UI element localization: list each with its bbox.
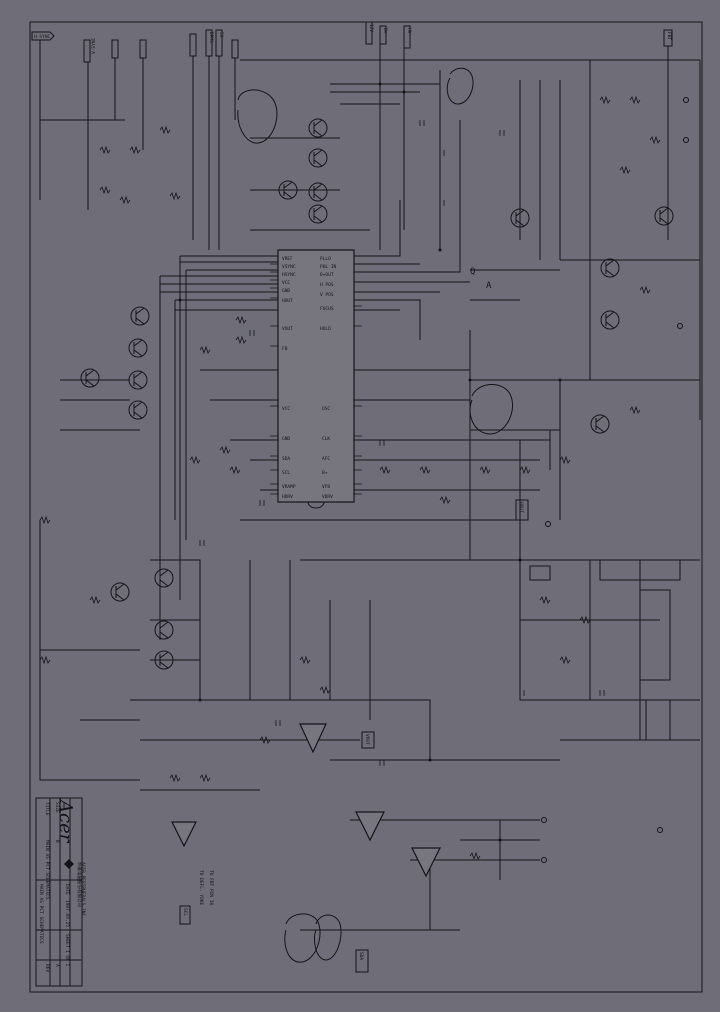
svg-text:VDRV: VDRV	[322, 494, 333, 500]
top-net-tags: H-SYNC V-SYNC	[31, 21, 673, 63]
svg-text:HSYNC: HSYNC	[282, 272, 296, 278]
connectors	[179, 499, 671, 973]
svg-text:HOUT: HOUT	[518, 502, 524, 513]
svg-text:POL IN: POL IN	[320, 264, 337, 270]
svg-text:HOLD: HOLD	[320, 326, 331, 332]
svg-text:B+: B+	[322, 470, 328, 476]
company-chinese: 明碁電腦股份有限公司	[76, 862, 83, 907]
svg-text:HDRV: HDRV	[282, 494, 293, 500]
passive-components	[39, 95, 661, 861]
svg-text:VRAMP: VRAMP	[282, 484, 296, 490]
svg-text:H-SYNC: H-SYNC	[34, 34, 51, 40]
drawing-border	[29, 21, 703, 993]
net-tag	[111, 39, 119, 59]
size-value: B	[54, 840, 60, 843]
date-label: DATE	[64, 884, 70, 895]
svg-text:B+OUT: B+OUT	[320, 272, 334, 278]
op-amps	[171, 723, 441, 878]
signal-wires	[39, 40, 701, 931]
net-tag	[189, 33, 197, 57]
terminals	[541, 97, 689, 863]
logo-mark-icon	[64, 859, 74, 869]
svg-text:SDA: SDA	[282, 456, 290, 462]
svg-text:GND: GND	[282, 288, 290, 294]
net-tag	[365, 21, 373, 45]
company-english: ACER PERIPHERALS,INC.	[80, 862, 86, 919]
transistors	[80, 118, 674, 670]
svg-text:CLK: CLK	[322, 436, 330, 442]
note-a: A	[486, 281, 492, 291]
net-tag	[379, 25, 387, 45]
size-label: SIZE	[54, 802, 60, 813]
net-tag	[205, 29, 213, 57]
svg-text:HV: HV	[406, 28, 412, 34]
svg-text:VCC: VCC	[282, 406, 290, 412]
markup-circles	[237, 67, 513, 963]
svg-text:SCL: SCL	[182, 908, 188, 916]
svg-text:SCL: SCL	[282, 470, 290, 476]
note-q: Q	[470, 267, 475, 277]
net-tag: V-SYNC	[83, 37, 97, 63]
sheet-label: SHEET	[64, 934, 70, 948]
date-value: 1997.08.25	[64, 900, 70, 927]
svg-text:PLLO: PLLO	[320, 256, 331, 262]
svg-text:VOUT: VOUT	[282, 326, 293, 332]
svg-text:5V: 5V	[218, 32, 224, 38]
title-value: MAIN AS PCT SCHEMATICS	[44, 840, 50, 900]
svg-text:FB: FB	[282, 346, 288, 352]
note-fbt: TO FBT PIN 10	[208, 870, 214, 906]
net-tag	[139, 39, 147, 59]
svg-text:12V: 12V	[368, 24, 374, 32]
svg-text:H POS: H POS	[320, 282, 334, 288]
svg-text:SDA: SDA	[358, 952, 364, 960]
svg-text:VSYNC: VSYNC	[282, 264, 296, 270]
net-tag	[663, 29, 673, 47]
net-tag	[403, 25, 411, 49]
svg-text:V POS: V POS	[320, 292, 334, 298]
svg-text:AFC: AFC	[322, 456, 330, 462]
main-ic: VREF VSYNC HSYNC VCC GND HOUT VOUT FB PL…	[270, 249, 362, 509]
svg-text:DPMS: DPMS	[208, 32, 214, 43]
svg-text:V-SYNC: V-SYNC	[91, 37, 97, 54]
svg-text:FOCUS: FOCUS	[320, 306, 334, 312]
svg-text:VCC: VCC	[282, 280, 290, 286]
rev-value: A	[54, 964, 60, 967]
brand-logo: Acer	[55, 798, 76, 844]
extra-net-labels: DPMS 5V 12V B+ HV FBT HOUT VOUT SDA SCL	[182, 24, 672, 960]
svg-text:VREF: VREF	[282, 256, 293, 262]
svg-text:VFB: VFB	[322, 484, 330, 490]
note-yoke: TO DEFL. YOKE	[198, 870, 204, 906]
svg-text:HOUT: HOUT	[282, 298, 293, 304]
doc-title: MAIN AS PCT SCHEMATICS	[38, 884, 44, 944]
net-tag: H-SYNC	[31, 31, 55, 41]
junction-dots	[178, 82, 562, 842]
rev-label: REV	[44, 964, 50, 972]
svg-text:FBT: FBT	[666, 32, 672, 40]
svg-text:B+: B+	[382, 28, 388, 34]
svg-text:VOUT: VOUT	[364, 734, 370, 745]
title-label: TITLE	[44, 802, 50, 816]
net-tag	[231, 39, 239, 59]
sheet-value: 1 OF 1	[64, 950, 70, 967]
svg-text:GND: GND	[282, 436, 290, 442]
net-tag	[215, 29, 223, 57]
title-block: Acer 明碁電腦股份有限公司 ACER PERIPHERALS,INC. TI…	[35, 797, 86, 987]
svg-text:OSC: OSC	[322, 406, 330, 412]
